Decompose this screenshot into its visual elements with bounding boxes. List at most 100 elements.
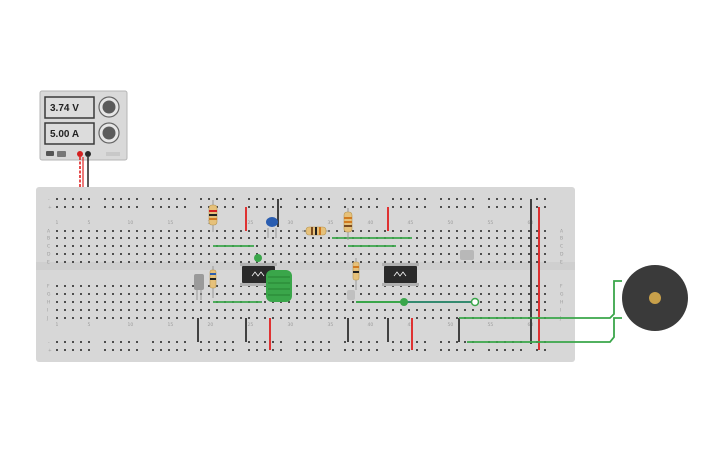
grid-hole[interactable]	[456, 317, 458, 319]
grid-hole[interactable]	[56, 253, 58, 255]
grid-hole[interactable]	[424, 309, 426, 311]
grid-hole[interactable]	[312, 245, 314, 247]
grid-hole[interactable]	[504, 237, 506, 239]
grid-hole[interactable]	[416, 245, 418, 247]
grid-hole[interactable]	[544, 285, 546, 287]
grid-hole[interactable]	[504, 261, 506, 263]
grid-hole[interactable]	[528, 230, 530, 232]
grid-hole[interactable]	[160, 253, 162, 255]
rail-hole[interactable]	[544, 206, 546, 208]
rail-hole[interactable]	[264, 206, 266, 208]
rail-hole[interactable]	[264, 341, 266, 343]
rail-hole[interactable]	[224, 341, 226, 343]
grid-hole[interactable]	[280, 230, 282, 232]
grid-hole[interactable]	[80, 293, 82, 295]
grid-hole[interactable]	[104, 245, 106, 247]
grid-hole[interactable]	[360, 317, 362, 319]
grid-hole[interactable]	[72, 237, 74, 239]
rail-hole[interactable]	[256, 341, 258, 343]
rail-hole[interactable]	[248, 198, 250, 200]
grid-hole[interactable]	[456, 285, 458, 287]
grid-hole[interactable]	[128, 285, 130, 287]
grid-hole[interactable]	[448, 293, 450, 295]
grid-hole[interactable]	[248, 253, 250, 255]
rail-hole[interactable]	[184, 206, 186, 208]
grid-hole[interactable]	[320, 261, 322, 263]
rail-hole[interactable]	[304, 198, 306, 200]
grid-hole[interactable]	[448, 230, 450, 232]
grid-hole[interactable]	[296, 285, 298, 287]
grid-hole[interactable]	[304, 293, 306, 295]
rail-hole[interactable]	[312, 206, 314, 208]
grid-hole[interactable]	[192, 253, 194, 255]
rail-hole[interactable]	[248, 349, 250, 351]
grid-hole[interactable]	[472, 293, 474, 295]
grid-hole[interactable]	[240, 237, 242, 239]
rail-hole[interactable]	[360, 198, 362, 200]
rail-hole[interactable]	[400, 198, 402, 200]
rail-hole[interactable]	[488, 206, 490, 208]
grid-hole[interactable]	[472, 285, 474, 287]
grid-hole[interactable]	[160, 261, 162, 263]
rail-hole[interactable]	[152, 341, 154, 343]
rail-hole[interactable]	[72, 349, 74, 351]
grid-hole[interactable]	[312, 317, 314, 319]
grid-hole[interactable]	[344, 293, 346, 295]
grid-hole[interactable]	[312, 261, 314, 263]
grid-hole[interactable]	[512, 253, 514, 255]
grid-hole[interactable]	[56, 317, 58, 319]
grid-hole[interactable]	[208, 237, 210, 239]
grid-hole[interactable]	[488, 285, 490, 287]
grid-hole[interactable]	[448, 285, 450, 287]
rail-hole[interactable]	[208, 341, 210, 343]
grid-hole[interactable]	[72, 230, 74, 232]
grid-hole[interactable]	[352, 261, 354, 263]
grid-hole[interactable]	[160, 301, 162, 303]
grid-hole[interactable]	[112, 253, 114, 255]
grid-hole[interactable]	[96, 261, 98, 263]
grid-hole[interactable]	[392, 230, 394, 232]
grid-hole[interactable]	[368, 309, 370, 311]
rail-hole[interactable]	[400, 341, 402, 343]
rail-hole[interactable]	[248, 206, 250, 208]
grid-hole[interactable]	[448, 237, 450, 239]
rail-hole[interactable]	[200, 206, 202, 208]
grid-hole[interactable]	[160, 230, 162, 232]
grid-hole[interactable]	[544, 301, 546, 303]
grid-hole[interactable]	[296, 253, 298, 255]
grid-hole[interactable]	[112, 317, 114, 319]
grid-hole[interactable]	[272, 309, 274, 311]
rail-hole[interactable]	[104, 341, 106, 343]
grid-hole[interactable]	[336, 301, 338, 303]
grid-hole[interactable]	[256, 245, 258, 247]
grid-hole[interactable]	[72, 285, 74, 287]
rail-hole[interactable]	[120, 198, 122, 200]
rail-hole[interactable]	[536, 206, 538, 208]
rail-hole[interactable]	[504, 198, 506, 200]
rail-hole[interactable]	[224, 198, 226, 200]
grid-hole[interactable]	[296, 309, 298, 311]
rail-hole[interactable]	[312, 198, 314, 200]
grid-hole[interactable]	[112, 309, 114, 311]
grid-hole[interactable]	[232, 293, 234, 295]
grid-hole[interactable]	[104, 237, 106, 239]
rail-hole[interactable]	[504, 206, 506, 208]
grid-hole[interactable]	[96, 253, 98, 255]
rail-hole[interactable]	[64, 341, 66, 343]
grid-hole[interactable]	[88, 317, 90, 319]
grid-hole[interactable]	[200, 253, 202, 255]
rail-hole[interactable]	[328, 206, 330, 208]
grid-hole[interactable]	[144, 245, 146, 247]
grid-hole[interactable]	[128, 253, 130, 255]
grid-hole[interactable]	[80, 253, 82, 255]
grid-hole[interactable]	[448, 261, 450, 263]
grid-hole[interactable]	[232, 309, 234, 311]
grid-hole[interactable]	[136, 309, 138, 311]
rail-hole[interactable]	[440, 206, 442, 208]
rail-hole[interactable]	[400, 349, 402, 351]
grid-hole[interactable]	[208, 293, 210, 295]
rail-hole[interactable]	[112, 206, 114, 208]
rail-hole[interactable]	[56, 206, 58, 208]
grid-hole[interactable]	[312, 301, 314, 303]
grid-hole[interactable]	[112, 301, 114, 303]
